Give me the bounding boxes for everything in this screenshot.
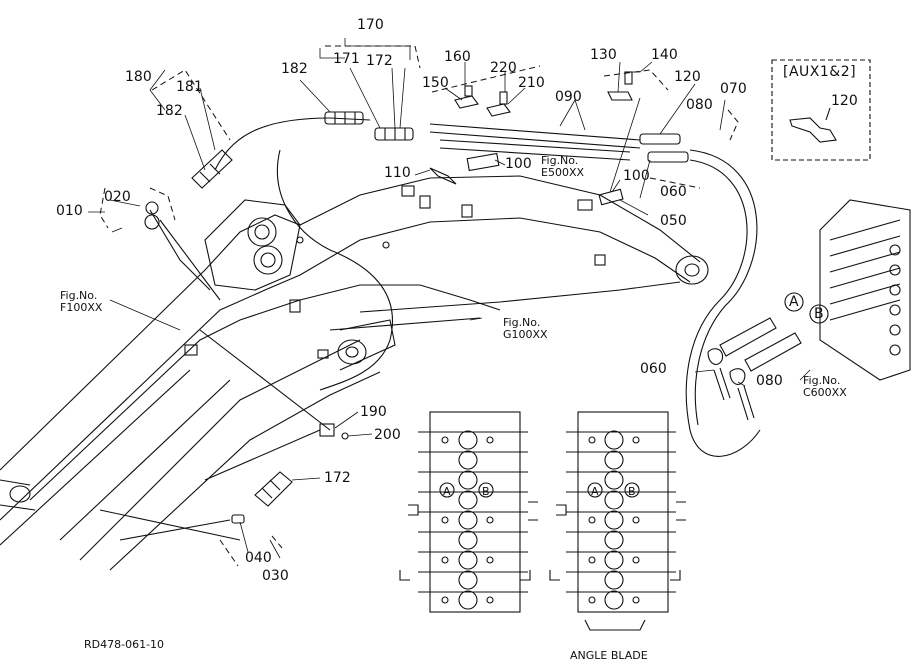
part-label-172-bot: 172 — [324, 470, 351, 486]
part-label-182-top: 182 — [281, 61, 308, 77]
valve-left-port-b: B — [482, 485, 490, 498]
part-label-120: 120 — [674, 69, 701, 85]
valve-right-port-b: B — [628, 485, 636, 498]
part-label-130: 130 — [590, 47, 617, 63]
part-label-150: 150 — [422, 75, 449, 91]
part-label-160: 160 — [444, 49, 471, 65]
figure-ref-f100-line2: F100XX — [60, 301, 103, 314]
figure-ref-g100-line1: Fig.No. — [503, 316, 541, 329]
part-label-080-top: 080 — [686, 97, 713, 113]
figure-ref-c600-line2: C600XX — [803, 386, 847, 399]
part-label-010: 010 — [56, 203, 83, 219]
part-label-050: 050 — [660, 213, 687, 229]
port-b-circle — [809, 304, 829, 324]
leader-lines — [88, 38, 811, 559]
aux-box-title: [AUX1&2] — [783, 64, 857, 80]
valve-right-port-a: A — [591, 485, 599, 498]
part-label-171: 171 — [333, 51, 360, 67]
aux-box-part-120: 120 — [831, 93, 858, 109]
part-label-180: 180 — [125, 69, 152, 85]
aux-box — [771, 59, 871, 161]
diagram-code: RD478-061-10 — [84, 638, 165, 651]
valve-diagram-left — [399, 411, 538, 613]
part-label-220: 220 — [490, 60, 517, 76]
figure-ref-g100: Fig.No. G100XX — [503, 317, 548, 341]
components — [144, 71, 911, 524]
valve-diagram-right — [549, 411, 686, 631]
port-label-b: B — [814, 306, 824, 322]
figure-ref-e500-line1: Fig.No. — [541, 154, 579, 167]
part-label-210: 210 — [518, 75, 545, 91]
figure-ref-e500-line2: E500XX — [541, 166, 585, 179]
part-label-100-a: 100 — [505, 156, 532, 172]
port-label-a: A — [789, 294, 799, 310]
part-label-181: 181 — [176, 79, 203, 95]
part-label-190: 190 — [360, 404, 387, 420]
part-label-200: 200 — [374, 427, 401, 443]
part-label-110: 110 — [384, 165, 411, 181]
figure-ref-e500: Fig.No. E500XX — [541, 155, 584, 179]
figure-ref-c600-line1: Fig.No. — [803, 374, 841, 387]
part-label-080-right: 080 — [756, 373, 783, 389]
part-label-100-b: 100 — [623, 168, 650, 184]
part-label-070: 070 — [720, 81, 747, 97]
port-a-circle — [784, 292, 804, 312]
part-label-040: 040 — [245, 550, 272, 566]
group-brackets — [99, 45, 739, 567]
part-label-030: 030 — [262, 568, 289, 584]
part-label-060-top: 060 — [660, 184, 687, 200]
valve-left-port-a: A — [443, 485, 451, 498]
part-label-172-top: 172 — [366, 53, 393, 69]
part-label-140: 140 — [651, 47, 678, 63]
figure-ref-c600: Fig.No. C600XX — [803, 375, 847, 399]
figure-ref-f100: Fig.No. F100XX — [60, 290, 102, 314]
figure-ref-g100-line2: G100XX — [503, 328, 548, 341]
hoses — [99, 117, 761, 541]
part-label-020: 020 — [104, 189, 131, 205]
part-label-060-right: 060 — [640, 361, 667, 377]
part-label-182-left: 182 — [156, 103, 183, 119]
valve-caption: ANGLE BLADE — [570, 649, 648, 662]
part-label-090: 090 — [555, 89, 582, 105]
part-label-170: 170 — [357, 17, 384, 33]
figure-ref-f100-line1: Fig.No. — [60, 289, 98, 302]
boom-assembly — [0, 175, 709, 571]
